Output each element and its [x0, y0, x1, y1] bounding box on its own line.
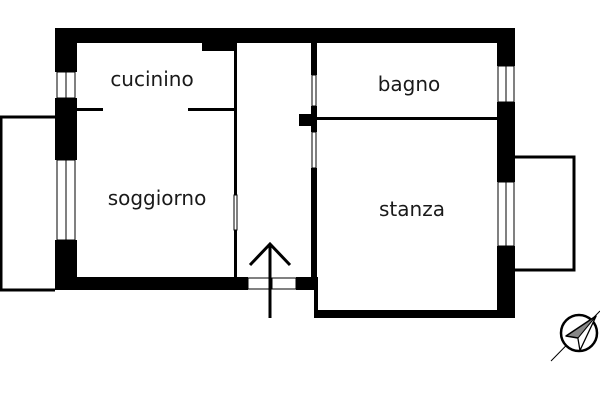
room-label-kitchenette: cucinino: [110, 67, 193, 91]
balconies: [0, 115, 576, 292]
room-label-bathroom: bagno: [378, 72, 441, 96]
outer-walls: [55, 28, 515, 318]
windows: [56, 65, 515, 290]
left-balcony: [0, 115, 55, 292]
room-label-bedroom: stanza: [379, 197, 445, 221]
entrance-arrow-icon: [248, 241, 292, 318]
interior-doors: [233, 74, 317, 231]
right-balcony: [515, 155, 576, 272]
interior-walls: [77, 43, 497, 278]
room-label-living-room: soggiorno: [108, 186, 207, 210]
north-compass-icon: [550, 310, 600, 362]
